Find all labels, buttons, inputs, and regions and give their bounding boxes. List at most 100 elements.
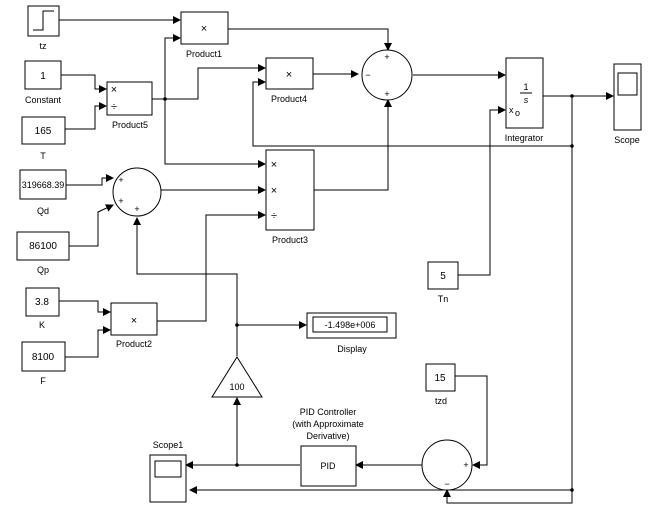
integrator-ic: x: [509, 105, 514, 115]
block-product4[interactable]: × Product4: [265, 57, 314, 104]
wire-product3-sum: [314, 99, 392, 191]
block-label: Qp: [37, 265, 49, 275]
block-label: tzd: [435, 396, 447, 406]
junction-dot: [235, 323, 239, 327]
block-value: 165: [35, 126, 52, 137]
wire-feedback-product4: [252, 78, 573, 147]
block-tn[interactable]: 5 Tn: [427, 261, 459, 304]
block-tzd[interactable]: 15 tzd: [425, 363, 456, 406]
block-product2[interactable]: × Product2: [110, 302, 158, 349]
block-scope[interactable]: Scope: [613, 63, 642, 145]
plus-sign: +: [384, 89, 389, 99]
block-sum-flow[interactable]: + + +: [112, 167, 162, 217]
block-label: Product1: [186, 49, 222, 59]
wire-f-product2: [65, 326, 111, 358]
display-value: -1.498e+006: [325, 320, 376, 330]
signal-wires: [59, 16, 614, 504]
times-icon: ×: [111, 84, 117, 96]
pid-label-line3: Derivative): [306, 431, 349, 441]
block-label: Integrator: [505, 133, 544, 143]
wire-qp-sum2: [69, 204, 114, 247]
block-pid-controller[interactable]: PID Controller (with Approximate Derivat…: [292, 407, 364, 487]
pid-label-line2: (with Approximate: [292, 419, 364, 429]
minus-sign: −: [365, 70, 370, 80]
junction-dot: [570, 488, 574, 492]
block-label: T: [40, 151, 46, 161]
block-label: Product3: [272, 235, 308, 245]
block-label: Product2: [116, 339, 152, 349]
plus-sign: +: [384, 52, 389, 62]
times-icon: ×: [201, 23, 207, 35]
integrator-den: s: [524, 95, 529, 105]
block-qd[interactable]: 319668.39 Qd: [19, 169, 67, 216]
wire-k-product2: [59, 300, 111, 316]
integrator-num: 1: [523, 82, 528, 92]
times-icon: ×: [271, 159, 277, 171]
pid-label-line1: PID Controller: [300, 407, 357, 417]
junction-dot: [163, 97, 167, 101]
wire-feedback-sum-pid: [443, 146, 573, 504]
times-icon: ×: [286, 69, 292, 81]
wire-qd-sum2: [66, 174, 114, 186]
plus-sign: +: [134, 204, 139, 214]
divide-icon: ÷: [271, 210, 277, 222]
block-label: Product5: [112, 120, 148, 130]
block-label: Product4: [271, 94, 307, 104]
wire-constant-product5: [61, 74, 107, 93]
pid-text: PID: [320, 461, 336, 471]
wire-product5-product1: [164, 34, 181, 99]
block-constant[interactable]: 1 Constant: [24, 60, 62, 105]
wire-gain-sum2: [133, 217, 238, 356]
block-sum-error[interactable]: + −: [421, 439, 473, 491]
block-value: 8100: [32, 352, 55, 363]
wire-tn-integrator: [458, 106, 506, 276]
block-label: Tn: [438, 294, 449, 304]
block-sum-main[interactable]: + − +: [361, 49, 413, 101]
block-tz[interactable]: tz: [27, 5, 60, 51]
block-label: Display: [337, 344, 367, 354]
times-icon: ×: [271, 185, 277, 197]
block-display[interactable]: -1.498e+006 Display: [306, 312, 397, 354]
times-icon: ×: [131, 315, 137, 327]
wire-tzd-sum3: [455, 375, 488, 469]
block-label: Scope1: [153, 440, 184, 450]
block-product3[interactable]: × × ÷ Product3: [265, 149, 315, 245]
block-product1[interactable]: × Product1: [180, 11, 229, 59]
block-product5[interactable]: × ÷ Product5: [106, 81, 153, 130]
block-value: 5: [440, 271, 446, 282]
minus-sign: −: [444, 479, 449, 489]
block-label: F: [40, 376, 46, 386]
block-label: Scope: [614, 135, 640, 145]
block-value: 86100: [29, 241, 57, 252]
block-label: tz: [39, 41, 47, 51]
block-value: 1: [40, 71, 46, 82]
wire-product5-product3: [164, 99, 266, 168]
divide-icon: ÷: [111, 101, 117, 113]
wire-t-product5: [65, 102, 107, 130]
integrator-ic-sub: o: [515, 108, 520, 118]
step-icon: [33, 10, 54, 31]
block-label: Qd: [37, 206, 49, 216]
junction-dot: [235, 463, 239, 467]
block-gain[interactable]: 100: [211, 356, 263, 398]
plus-sign: +: [118, 175, 123, 185]
junction-dot: [570, 94, 574, 98]
block-k[interactable]: 3.8 K: [25, 287, 60, 330]
block-value: 3.8: [35, 297, 49, 308]
plus-sign: +: [463, 460, 468, 470]
block-label: K: [39, 320, 45, 330]
block-value: 15: [434, 373, 446, 384]
block-integrator[interactable]: 1 s x o Integrator: [505, 57, 544, 143]
junction-dot: [570, 144, 574, 148]
wire-product5-product4: [152, 64, 266, 100]
block-f[interactable]: 8100 F: [21, 341, 66, 386]
plus-sign: +: [118, 196, 123, 206]
block-scope1[interactable]: Scope1: [149, 440, 187, 503]
block-qp[interactable]: 86100 Qp: [16, 231, 70, 275]
scope-icon: [154, 460, 182, 478]
scope-icon: [617, 72, 638, 96]
gain-value: 100: [229, 382, 244, 392]
block-t[interactable]: 165 T: [21, 116, 66, 161]
